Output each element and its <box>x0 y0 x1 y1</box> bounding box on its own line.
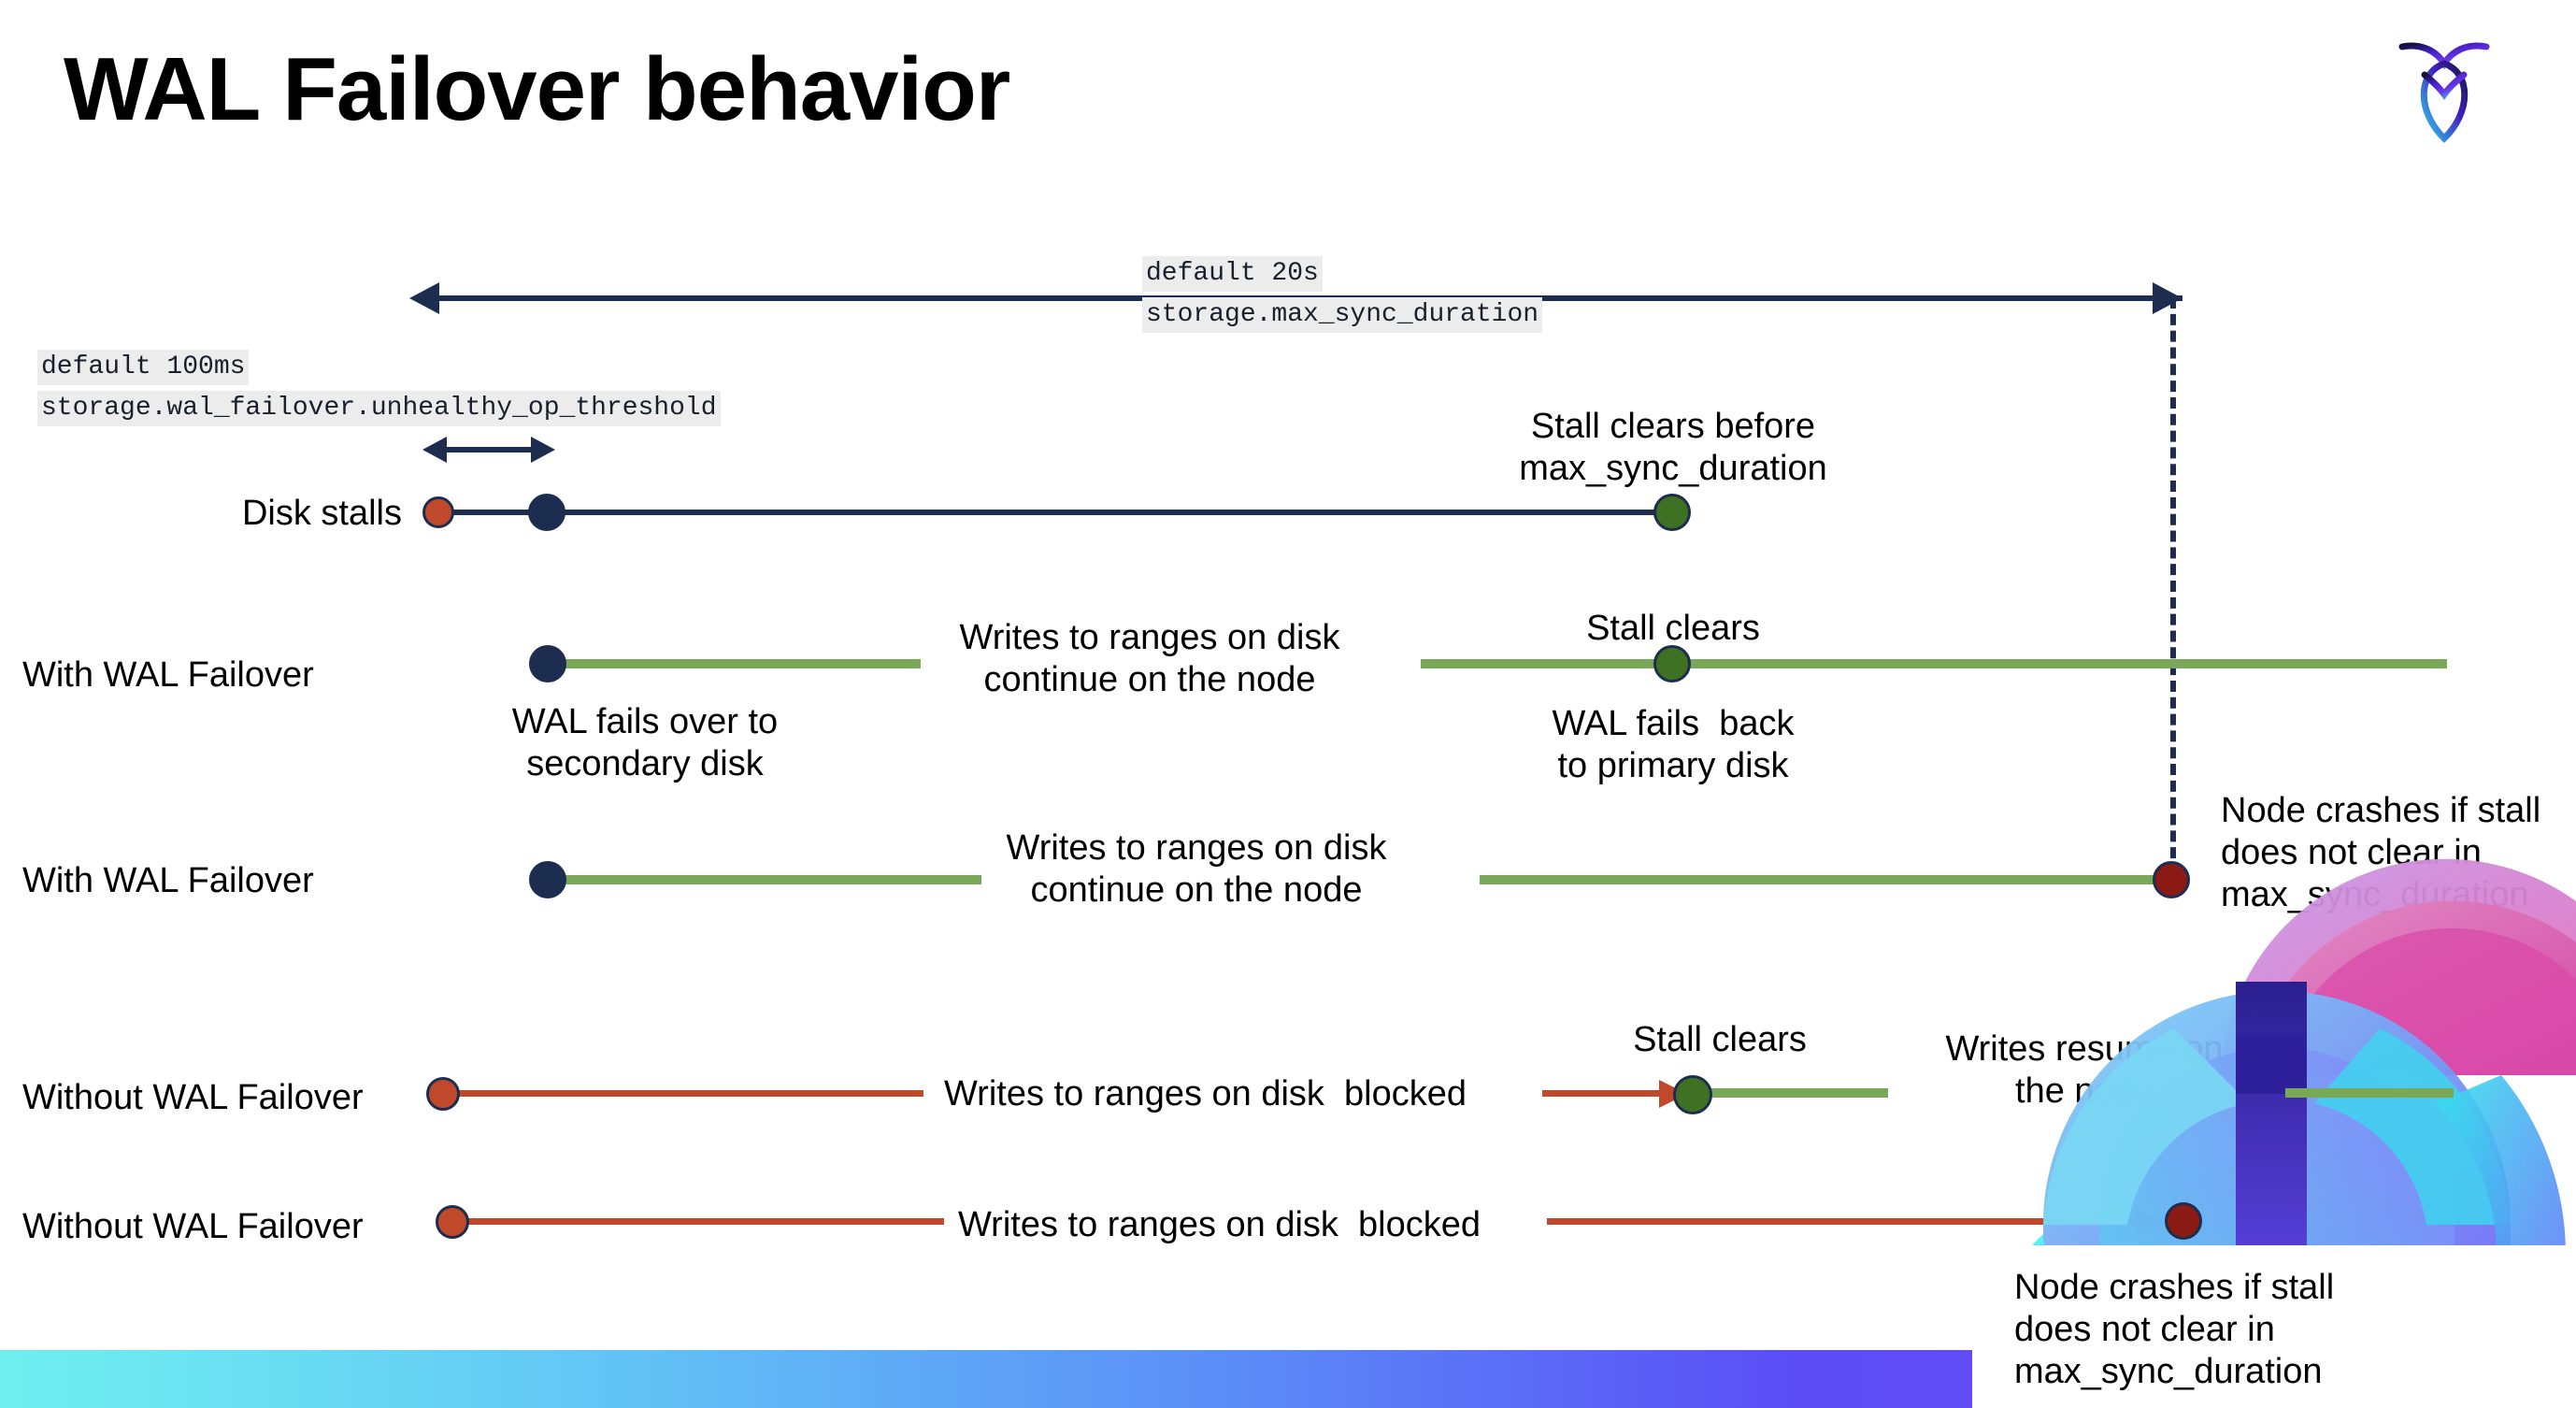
with-wal-failover-2-green-segment-a <box>542 875 981 884</box>
annotation-wal-fails-over: WAL fails over to secondary disk <box>511 702 779 783</box>
annotation-stall-clears-before-max-sync: Stall clears before max_sync_duration <box>1519 407 1827 488</box>
with-wal-failover-1-green-segment-b <box>1421 659 2447 668</box>
disk-stalls-start-dot <box>422 496 454 528</box>
without-wal-failover-1-red-segment-b <box>1542 1090 1664 1097</box>
with-wal-failover-2-green-segment-b <box>1480 875 2176 884</box>
annotation-stall-clears-row4: Stall clears <box>1633 1020 1807 1059</box>
with-wal-failover-1-clear-dot <box>1653 645 1691 682</box>
cockroachdb-logo-icon <box>2393 26 2496 148</box>
row-label-with-wal-failover-1: With WAL Failover <box>22 655 314 695</box>
annotation-wal-fails-back: WAL fails back to primary disk <box>1552 704 1795 785</box>
max-sync-duration-default-label: default 20s <box>1142 256 1323 293</box>
with-wal-failover-2-crash-dot <box>2153 861 2190 898</box>
row-label-without-wal-failover-1: Without WAL Failover <box>22 1078 364 1117</box>
max-sync-duration-setting-name: storage.max_sync_duration <box>1142 297 1543 334</box>
unhealthy-op-threshold-arrow-right-icon <box>531 437 555 463</box>
annotation-writes-continue-2: Writes to ranges on disk continue on the… <box>1006 828 1387 910</box>
without-wal-failover-1-green-segment-c <box>2285 1088 2454 1098</box>
without-wal-failover-2-crash-dot <box>2165 1202 2202 1240</box>
unhealthy-op-threshold-setting-name: storage.wal_failover.unhealthy_op_thresh… <box>37 391 721 427</box>
bottom-bar-white-notch <box>1972 1350 2576 1408</box>
max-sync-duration-arrow-left-icon <box>409 282 439 314</box>
annotation-node-crashes-row5: Node crashes if stall does not clear in … <box>2014 1268 2335 1391</box>
without-wal-failover-1-green-segment-a <box>1701 1088 1888 1098</box>
disk-stalls-threshold-dot <box>528 494 565 531</box>
unhealthy-op-threshold-default-label: default 100ms <box>37 350 250 386</box>
with-wal-failover-1-green-segment-a <box>542 659 921 668</box>
page-title: WAL Failover behavior <box>64 39 1010 139</box>
annotation-writes-blocked-row5: Writes to ranges on disk blocked <box>958 1205 1481 1244</box>
without-wal-failover-1-clear-dot <box>1673 1075 1712 1114</box>
with-wal-failover-2-failover-dot <box>529 861 566 898</box>
max-sync-duration-arrow-right-icon <box>2153 282 2182 314</box>
with-wal-failover-1-failover-dot <box>529 645 566 682</box>
without-wal-failover-2-arrow-icon <box>2136 1208 2164 1236</box>
without-wal-failover-2-red-segment-b <box>1547 1218 2164 1225</box>
max-sync-duration-dashed-guide <box>2170 297 2176 875</box>
annotation-writes-continue-1: Writes to ranges on disk continue on the… <box>959 618 1340 699</box>
annotation-writes-blocked-row4: Writes to ranges on disk blocked <box>944 1074 1467 1113</box>
annotation-stall-clears-row2: Stall clears <box>1586 609 1760 648</box>
row-label-disk-stalls: Disk stalls <box>241 494 402 533</box>
without-wal-failover-1-red-segment-a <box>449 1090 923 1097</box>
without-wal-failover-2-start-dot <box>436 1205 469 1239</box>
row-label-with-wal-failover-2: With WAL Failover <box>22 861 314 900</box>
unhealthy-op-threshold-measure-line <box>447 447 531 453</box>
disk-stalls-timeline <box>439 510 1673 515</box>
without-wal-failover-2-red-segment-a <box>458 1218 944 1225</box>
annotation-writes-resume: Writes resume on the node <box>1945 1029 2224 1111</box>
without-wal-failover-1-start-dot <box>426 1077 460 1111</box>
annotation-node-crashes-row3: Node crashes if stall does not clear in … <box>2221 791 2541 914</box>
disk-stalls-clear-dot <box>1653 494 1691 531</box>
row-label-without-wal-failover-2: Without WAL Failover <box>22 1207 364 1246</box>
unhealthy-op-threshold-arrow-left-icon <box>422 437 447 463</box>
